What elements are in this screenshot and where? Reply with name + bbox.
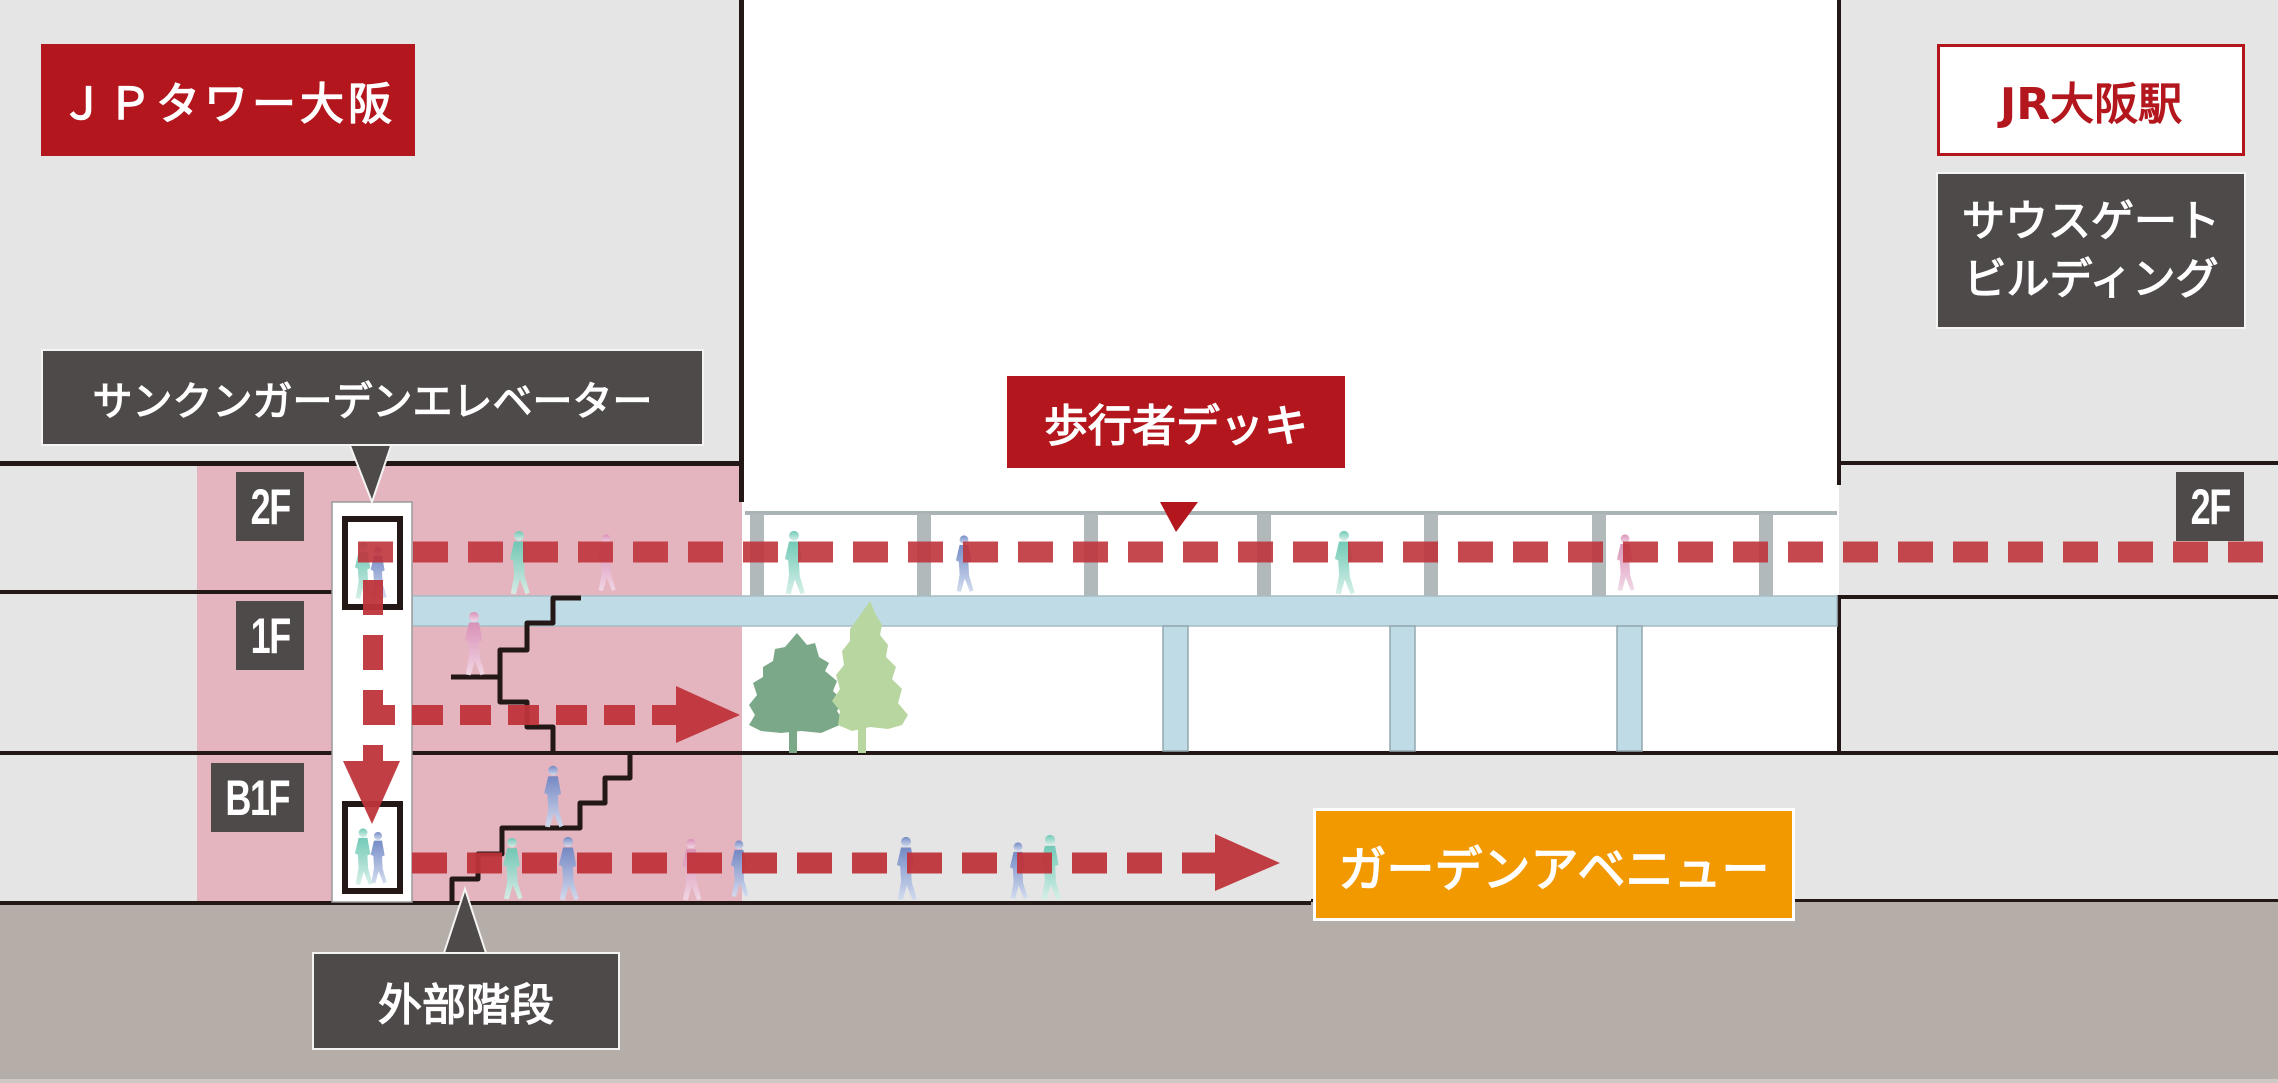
right-1f-b1f-line [1839,751,2278,755]
arrowhead-down [343,761,400,824]
right-building-wall-upper [1837,0,1841,485]
floor-label-1f: 1F [236,601,304,670]
arrowhead-1f [676,686,740,743]
sunken-garden-elevator-callout: サンクンガーデンエレベーター [41,349,704,446]
right-2f-1f-line [1839,595,2278,599]
garden-avenue-destination-label: ガーデンアベニュー [1313,808,1795,921]
deck-pillars [1162,625,1643,752]
ground-left [0,903,1311,1083]
jp-tower-osaka-label: ＪＰタワー大阪 [41,44,415,156]
left-building-wall [739,0,744,502]
pedestrian-deck-callout: 歩行者デッキ [1007,376,1345,468]
tree-dark-icon [749,633,845,753]
pedestrian-deck-slab [411,595,1838,627]
left-1f-b1f-line-a [0,751,332,755]
tree-light-icon [832,601,908,753]
ground-right [1311,901,2278,1083]
right-building-wall-lower [1837,595,1841,755]
deck-railing-top [745,511,1837,515]
floor-label-right-2f: 2F [2176,472,2244,541]
ground-line [0,901,1311,905]
left-2f-1f-line [0,590,332,594]
lower-stair [449,753,633,903]
jr-osaka-station-label: JR大阪駅 [1937,44,2245,156]
right-2f-ceiling-line [1839,461,2278,465]
arrowhead-b1f [1215,834,1280,891]
external-stairs-callout: 外部階段 [312,952,620,1050]
south-gate-building-label: サウスゲート ビルディング [1936,172,2246,329]
floor-label-b1f: B1F [211,763,304,832]
1f-b1f-line [412,751,1839,755]
deck-callout-pointer [1160,502,1198,532]
floor-label-2f: 2F [236,472,304,541]
route-arrows [343,541,2270,891]
